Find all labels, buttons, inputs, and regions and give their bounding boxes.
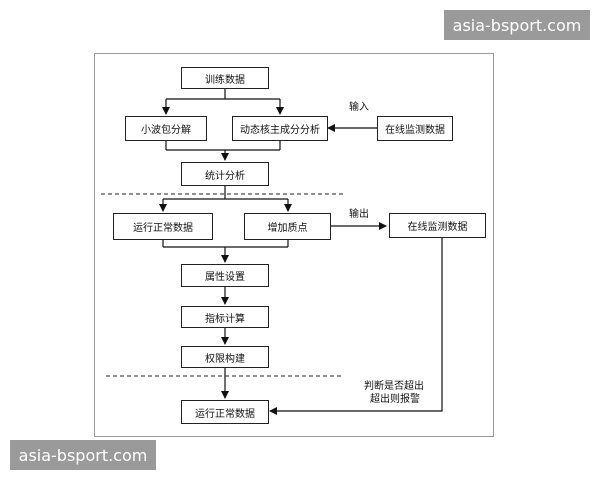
box-statistical-analysis: 统计分析 (181, 162, 269, 186)
label-output: 输出 (349, 209, 369, 220)
label-judge-line2: 超出则报警 (370, 394, 420, 405)
watermark-bottom: asia-bsport.com (10, 440, 156, 470)
label-input: 输入 (349, 102, 369, 113)
watermark-top: asia-bsport.com (444, 10, 590, 40)
box-training-data: 训练数据 (181, 67, 269, 89)
box-weight-construction: 权限构建 (181, 346, 269, 368)
box-online-data-input: 在线监测数据 (377, 116, 453, 141)
box-normal-operation-data-final: 运行正常数据 (181, 400, 269, 424)
box-attribute-setting: 属性设置 (181, 264, 269, 287)
box-online-data-output: 在线监测数据 (389, 213, 486, 238)
box-index-calculation: 指标计算 (181, 306, 269, 328)
arrow-online-to-final (269, 238, 443, 415)
box-add-mass-points: 增加质点 (244, 213, 331, 240)
box-wavelet-decomposition: 小波包分解 (125, 116, 207, 141)
label-judge-line1: 判断是否超出 (364, 381, 424, 392)
box-normal-operation-data: 运行正常数据 (113, 213, 213, 240)
box-dynamic-kernel-pca: 动态核主成分分析 (232, 116, 328, 141)
